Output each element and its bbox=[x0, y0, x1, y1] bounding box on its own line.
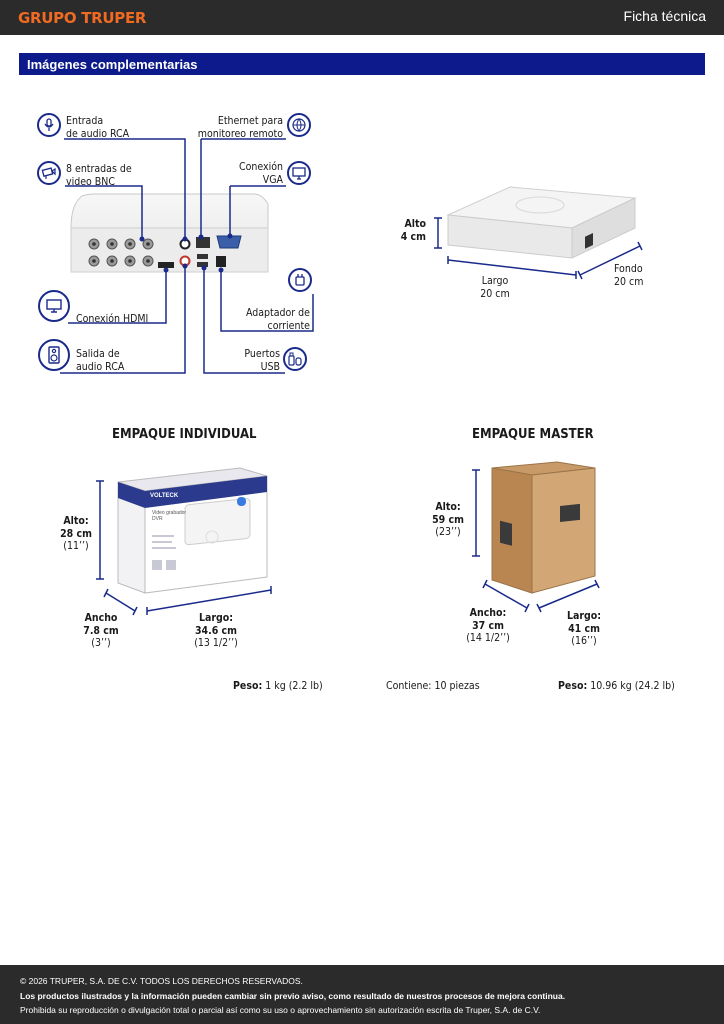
section-title: Imágenes complementarias bbox=[27, 57, 198, 72]
label-individual-height: Alto:28 cm (11’’) bbox=[60, 515, 92, 552]
dvr-dimensions-diagram bbox=[434, 186, 643, 280]
master-box-side bbox=[531, 467, 596, 594]
vga-monitor-icon bbox=[287, 161, 311, 185]
brand-logo: GRUPO TRUPER bbox=[18, 9, 147, 27]
label-master-width: Ancho:37 cm (14 1/2’’) bbox=[466, 607, 510, 644]
individual-box-diagram bbox=[96, 467, 272, 616]
heading-master-packaging: EMPAQUE MASTER bbox=[472, 427, 594, 442]
document-type: Ficha técnica bbox=[623, 8, 706, 24]
master-box-diagram bbox=[472, 461, 600, 613]
footer-copyright: © 2026 TRUPER, S.A. DE C.V. TODOS LOS DE… bbox=[20, 976, 303, 986]
power-plug-icon bbox=[288, 268, 312, 292]
camera-icon bbox=[37, 161, 61, 185]
usb-port-2 bbox=[197, 262, 208, 267]
dvr-back-panel-diagram bbox=[60, 138, 314, 374]
box-product-label: Video grabador DVR bbox=[152, 510, 187, 522]
label-individual-length: Largo:34.6 cm (13 1/2’’) bbox=[194, 612, 238, 649]
usb-port-1 bbox=[197, 254, 208, 259]
footer: © 2026 TRUPER, S.A. DE C.V. TODOS LOS DE… bbox=[0, 965, 724, 1024]
ethernet-port bbox=[196, 237, 210, 248]
power-jack bbox=[216, 256, 226, 267]
label-master-length: Largo:41 cm (16’’) bbox=[566, 610, 602, 647]
vga-port bbox=[216, 235, 242, 249]
usb-icon bbox=[283, 347, 307, 371]
footer-reproduction-notice: Prohibida su reproducción o divulgación … bbox=[20, 1005, 541, 1015]
hdmi-port bbox=[158, 262, 174, 268]
master-contains: Contiene: 10 piezas bbox=[386, 680, 480, 692]
individual-weight: Peso: 1 kg (2.2 lb) bbox=[233, 680, 323, 692]
microphone-icon bbox=[37, 113, 61, 137]
label-master-height: Alto:59 cm (23’’) bbox=[432, 501, 464, 538]
network-globe-icon bbox=[287, 113, 311, 137]
master-weight: Peso: 10.96 kg (24.2 lb) bbox=[558, 680, 675, 692]
section-header: Imágenes complementarias bbox=[19, 53, 705, 75]
heading-individual-packaging: EMPAQUE INDIVIDUAL bbox=[112, 427, 257, 442]
speaker-icon bbox=[38, 339, 70, 371]
box-brand-label: VOLTECK bbox=[150, 493, 179, 499]
footer-disclaimer: Los productos ilustrados y la informació… bbox=[20, 990, 566, 1001]
hdmi-monitor-icon bbox=[38, 290, 70, 322]
label-hdmi: Conexión HDMI bbox=[76, 313, 149, 325]
top-bar: GRUPO TRUPER Ficha técnica bbox=[0, 0, 724, 35]
